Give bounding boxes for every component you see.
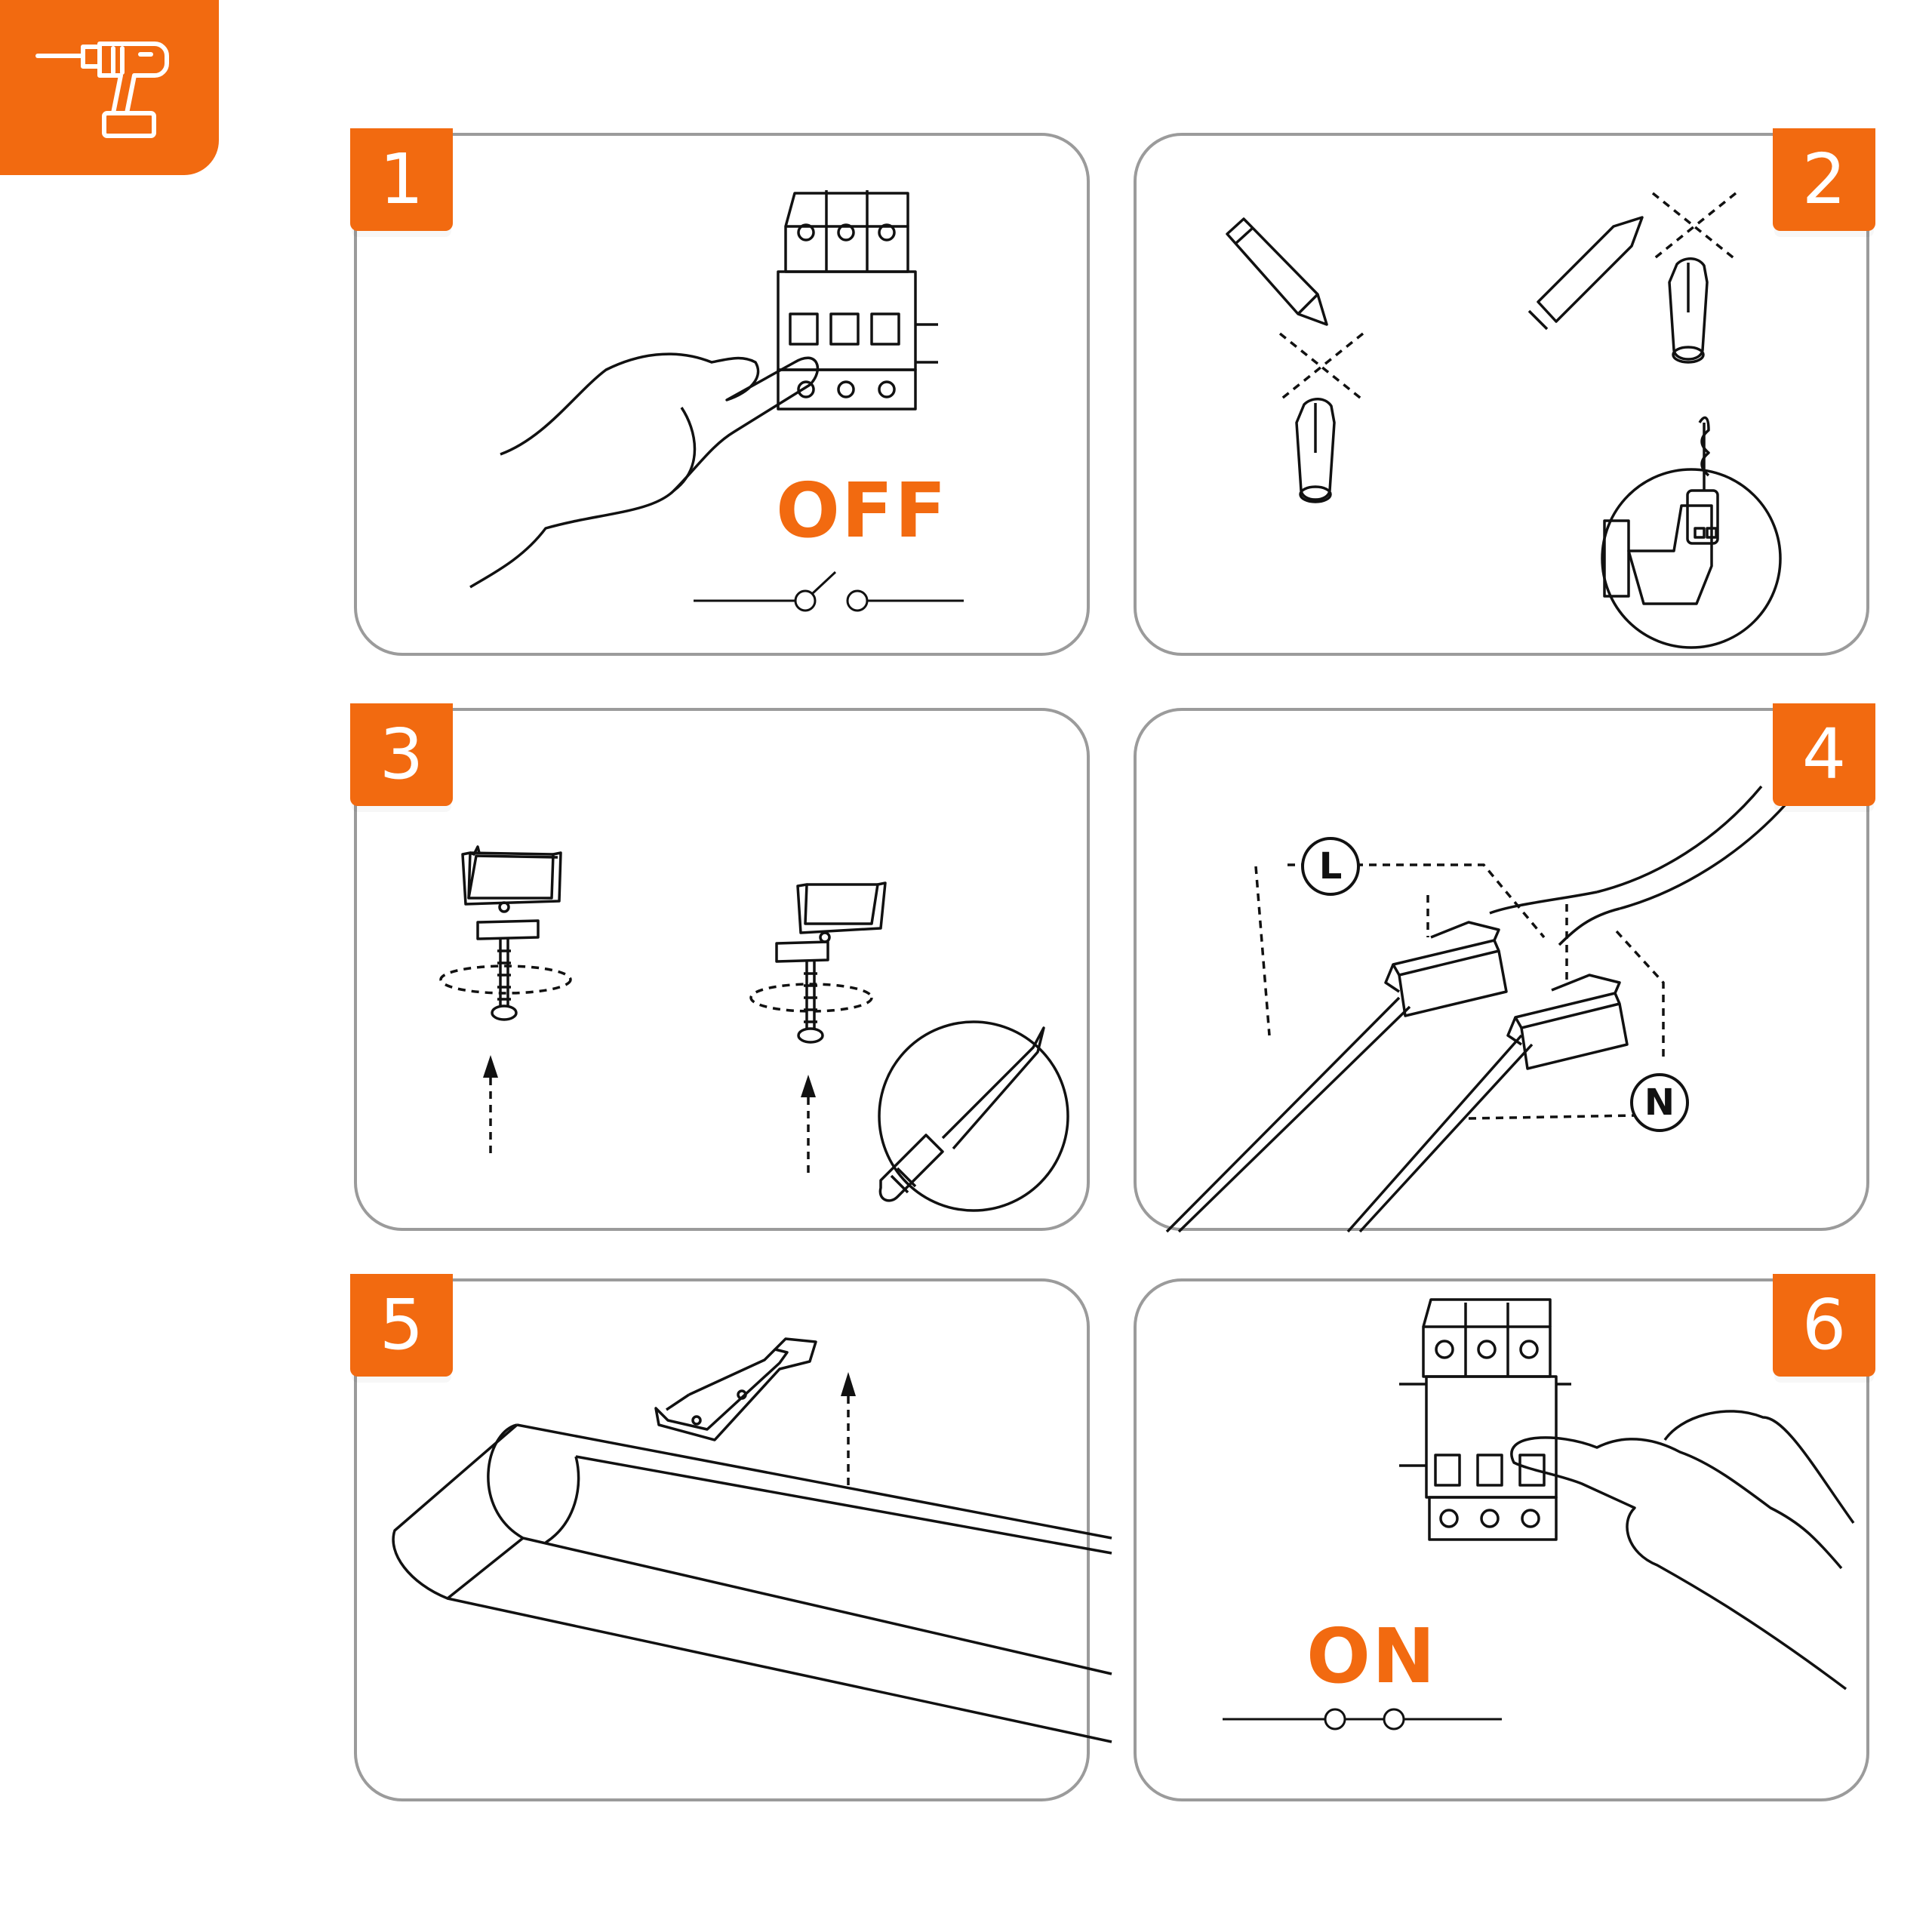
breaker-off-illustration bbox=[469, 190, 964, 612]
off-label: OFF bbox=[776, 466, 948, 555]
drill-marking-illustration bbox=[1226, 192, 1782, 649]
step-1-panel: OFF bbox=[354, 133, 1090, 656]
wiring-illustration bbox=[1165, 785, 1787, 1233]
step-4-panel: L N bbox=[1134, 708, 1869, 1233]
step-6-panel: ON bbox=[1134, 1278, 1869, 1801]
step-5-badge: 5 bbox=[350, 1274, 453, 1377]
step-5-panel bbox=[354, 1278, 1112, 1801]
step-3-panel bbox=[354, 708, 1090, 1231]
step-4-badge: 4 bbox=[1773, 703, 1875, 806]
bracket-mounting-illustration bbox=[439, 845, 1069, 1212]
step-2-badge: 2 bbox=[1773, 128, 1875, 231]
step-6-badge: 6 bbox=[1773, 1274, 1875, 1377]
neutral-label: N bbox=[1630, 1073, 1689, 1132]
step-2-panel bbox=[1134, 133, 1869, 656]
on-label: ON bbox=[1306, 1612, 1437, 1700]
live-label: L bbox=[1301, 837, 1360, 896]
step-1-badge: 1 bbox=[350, 128, 453, 231]
luminaire-mounting-illustration bbox=[392, 1337, 1112, 1743]
breaker-on-illustration bbox=[1223, 1298, 1855, 1730]
step-3-badge: 3 bbox=[350, 703, 453, 806]
corner-tab bbox=[0, 0, 219, 175]
drill-icon bbox=[35, 42, 169, 138]
